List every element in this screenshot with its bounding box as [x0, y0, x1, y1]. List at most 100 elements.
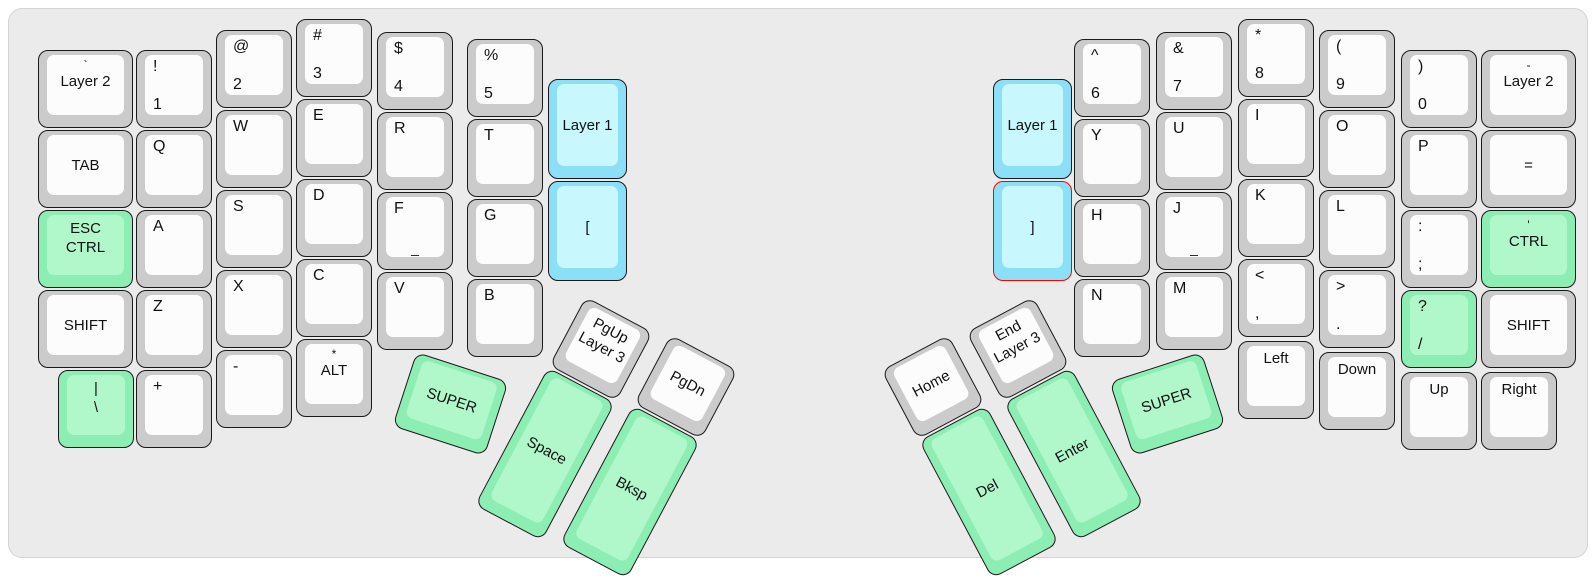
keycap-face: X	[225, 275, 283, 335]
key-label: ;	[1418, 256, 1423, 273]
key-layer2-right[interactable]: -Layer 2	[1481, 50, 1576, 128]
keycap-face: R	[386, 117, 444, 177]
key-tab[interactable]: TAB	[38, 130, 133, 208]
key-u[interactable]: U	[1156, 112, 1232, 190]
key-num8[interactable]: *8	[1238, 19, 1314, 97]
key-num5[interactable]: %5	[467, 39, 543, 117]
key-q[interactable]: Q	[136, 130, 212, 208]
key-period[interactable]: >.	[1319, 270, 1395, 348]
key-label: +	[153, 378, 163, 395]
key-y[interactable]: Y	[1074, 119, 1150, 197]
keycap-face: SHIFT	[47, 295, 124, 355]
key-label: 6	[1091, 85, 1100, 102]
key-o[interactable]: O	[1319, 110, 1395, 188]
key-b[interactable]: B	[467, 279, 543, 357]
key-num9[interactable]: (9	[1319, 30, 1395, 108]
keycap-face: A	[145, 215, 203, 275]
key-label: S	[233, 198, 244, 215]
keycap-face: Right	[1490, 377, 1548, 437]
key-label: C	[313, 267, 325, 284]
key-plus[interactable]: +	[136, 370, 212, 448]
homing-bar: _	[411, 240, 419, 256]
key-i[interactable]: I	[1238, 99, 1314, 177]
key-label: 1	[153, 96, 162, 113]
key-pipe-backslash[interactable]: |\	[58, 370, 134, 448]
key-n[interactable]: N	[1074, 279, 1150, 357]
key-x[interactable]: X	[216, 270, 292, 348]
key-right[interactable]: Right	[1481, 372, 1557, 450]
key-label: >	[1336, 278, 1346, 295]
key-down[interactable]: Down	[1319, 352, 1395, 430]
keycap-face: @2	[225, 35, 283, 95]
keycap-face: -	[225, 355, 283, 415]
key-label: M	[1173, 280, 1187, 297]
key-num1[interactable]: !1	[136, 50, 212, 128]
keycap-face: *8	[1247, 24, 1305, 84]
key-label: ^	[1091, 47, 1099, 64]
key-s[interactable]: S	[216, 190, 292, 268]
key-label: %	[484, 47, 499, 64]
key-num3[interactable]: #3	[296, 19, 372, 97]
key-equals[interactable]: =	[1481, 130, 1576, 208]
key-layer1-right[interactable]: Layer 1	[993, 79, 1072, 179]
key-label: Layer 2	[60, 73, 111, 90]
keycap-face: !1	[145, 55, 203, 115]
key-label: /	[1418, 336, 1423, 353]
key-label: SHIFT	[1506, 316, 1551, 334]
key-minus[interactable]: -	[216, 350, 292, 428]
key-up[interactable]: Up	[1401, 372, 1477, 450]
key-label: Home	[909, 366, 953, 401]
key-layer2-left[interactable]: `Layer 2	[38, 50, 133, 128]
key-shift-left[interactable]: SHIFT	[38, 290, 133, 368]
key-label: '	[1527, 218, 1530, 232]
key-star-alt[interactable]: *ALT	[296, 339, 372, 417]
key-k[interactable]: K	[1238, 179, 1314, 257]
key-h[interactable]: H	[1074, 199, 1150, 277]
key-r[interactable]: R	[377, 112, 453, 190]
keycap-face: K	[1247, 184, 1305, 244]
key-label: ]	[1030, 218, 1035, 236]
key-label: Q	[153, 138, 166, 155]
key-label: CTRL	[1508, 233, 1549, 250]
key-shift-right[interactable]: SHIFT	[1481, 290, 1576, 368]
keycap-face: PgDn	[648, 343, 728, 424]
key-j[interactable]: J_	[1156, 192, 1232, 270]
key-rbracket[interactable]: ]	[993, 181, 1072, 281]
key-c[interactable]: C	[296, 259, 372, 337]
key-w[interactable]: W	[216, 110, 292, 188]
keycap-face: J_	[1165, 197, 1223, 257]
key-v[interactable]: V	[377, 272, 453, 350]
key-left[interactable]: Left	[1238, 341, 1314, 419]
key-m[interactable]: M	[1156, 272, 1232, 350]
key-ctrl-right[interactable]: 'CTRL	[1481, 210, 1576, 288]
key-question-slash[interactable]: ?/	[1401, 290, 1477, 368]
key-num6[interactable]: ^6	[1074, 39, 1150, 117]
key-f[interactable]: F_	[377, 192, 453, 270]
key-semicolon[interactable]: :;	[1401, 210, 1477, 288]
key-label: *	[1255, 27, 1262, 44]
key-l[interactable]: L	[1319, 190, 1395, 268]
key-z[interactable]: Z	[136, 290, 212, 368]
key-num7[interactable]: &7	[1156, 32, 1232, 110]
key-num4[interactable]: $4	[377, 32, 453, 110]
keycap-face: I	[1247, 104, 1305, 164]
key-e[interactable]: E	[296, 99, 372, 177]
key-label: G	[484, 207, 497, 224]
key-super-right[interactable]: SUPER	[1109, 351, 1226, 457]
key-super-left[interactable]: SUPER	[392, 351, 509, 457]
key-num0[interactable]: )0	[1401, 50, 1477, 128]
key-d[interactable]: D	[296, 179, 372, 257]
key-comma[interactable]: <,	[1238, 259, 1314, 337]
key-g[interactable]: G	[467, 199, 543, 277]
keycap-face: Y	[1083, 124, 1141, 184]
key-label: Y	[1091, 127, 1102, 144]
key-lbracket[interactable]: [	[548, 181, 627, 281]
key-t[interactable]: T	[467, 119, 543, 197]
key-layer1-left[interactable]: Layer 1	[548, 79, 627, 179]
key-label: -	[233, 358, 239, 375]
key-p[interactable]: P	[1401, 130, 1477, 208]
key-label: ?	[1418, 298, 1427, 315]
key-num2[interactable]: @2	[216, 30, 292, 108]
key-a[interactable]: A	[136, 210, 212, 288]
